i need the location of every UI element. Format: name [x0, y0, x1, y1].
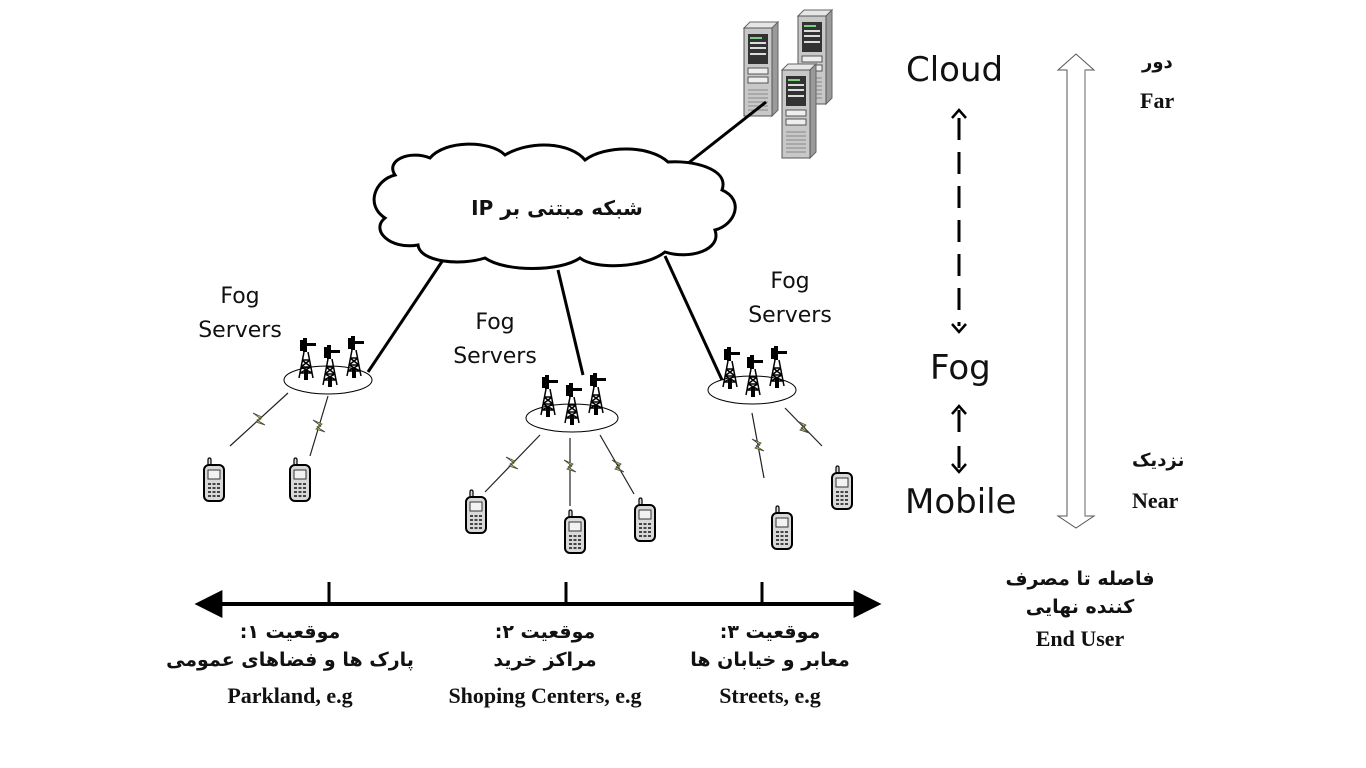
wireless-signal-icon [751, 438, 765, 452]
fog-label-line2: Servers [453, 344, 537, 369]
wireless-signal-icon [611, 459, 625, 473]
fog-label-line1: Fog [770, 269, 810, 294]
cloud-to-server-link [681, 100, 767, 170]
fog-mobile-arrow [951, 404, 967, 474]
cell-tower-icon [540, 374, 559, 418]
ip-network-cloud-shape [372, 142, 737, 270]
location-title-fa: موقعیت ۳: [719, 621, 821, 643]
wireless-signal-icon [312, 419, 326, 433]
mobile-phone-icon [203, 457, 225, 502]
location-desc-en: Streets, e.g [719, 683, 821, 708]
distance-caption: فاصله تا مصرف کننده نهایی End User [990, 565, 1170, 657]
cell-tower-icon [588, 372, 607, 416]
location-label-1: موقعیت ۱: پارک ها و فضاهای عمومی Parklan… [160, 618, 420, 714]
wireless-signal-icon [505, 456, 519, 470]
mobile-phone-icon [771, 505, 793, 550]
location-desc-fa: معابر و خیابان ها [690, 649, 850, 671]
distance-caption-en: End User [1035, 626, 1125, 651]
mobile-phone-icon [634, 497, 656, 542]
server-icon-1 [743, 21, 779, 117]
location-desc-en: Parkland, e.g [227, 683, 353, 708]
ip-network-cloud-label: شبکه مبتنی بر IP [471, 196, 643, 220]
far-label-fa: دور [1142, 52, 1173, 73]
distance-caption-fa-line2: کننده نهایی [1025, 596, 1135, 618]
cell-tower-icon [769, 345, 788, 389]
near-label-fa: نزدیک [1132, 450, 1185, 471]
fog-label-line2: Servers [748, 303, 832, 328]
mobile-phone-icon [289, 457, 311, 502]
data-center-servers-icon [743, 9, 833, 159]
mobile-phone-icon [564, 509, 586, 554]
tier-cloud-label: Cloud [906, 50, 1004, 90]
far-label-en: Far [1140, 88, 1175, 113]
mobile-phone-icon [465, 489, 487, 534]
fog-site-2 [465, 372, 656, 554]
server-icon-3 [781, 63, 817, 159]
location-desc-fa: پارک ها و فضاهای عمومی [166, 649, 414, 671]
cell-tower-icon [298, 337, 317, 381]
fog-servers-label-1: Fog Servers [190, 280, 290, 348]
tier-mobile-label: Mobile [905, 482, 1017, 522]
fog-servers-label-2: Fog Servers [445, 306, 545, 374]
location-desc-fa: مراکز خرید [493, 649, 597, 671]
fog-label-line1: Fog [475, 310, 515, 335]
fog-site-3 [707, 345, 853, 550]
near-label-en: Near [1132, 488, 1179, 513]
location-title-fa: موقعیت ۱: [239, 621, 341, 643]
cloud-to-fog3-link [663, 255, 724, 381]
location-title-fa: موقعیت ۲: [494, 621, 596, 643]
mobile-phone-icon [831, 465, 853, 510]
distance-caption-fa-line1: فاصله تا مصرف [1005, 568, 1155, 590]
location-desc-en: Shoping Centers, e.g [448, 683, 642, 708]
tier-fog-label: Fog [930, 348, 991, 388]
cloud-fog-dashed-arrow [951, 108, 967, 334]
cloud-to-fog2-link [556, 269, 585, 376]
cell-tower-icon [722, 346, 741, 390]
cloud-to-fog1-link [366, 259, 445, 373]
cell-tower-icon [346, 335, 365, 379]
fog-label-line2: Servers [198, 318, 282, 343]
distance-double-arrow [1056, 53, 1096, 529]
location-label-2: موقعیت ۲: مراکز خرید Shoping Centers, e.… [415, 618, 675, 714]
fog-servers-label-3: Fog Servers [740, 265, 840, 333]
location-label-3: موقعیت ۳: معابر و خیابان ها Streets, e.g [660, 618, 880, 714]
fog-site-1 [203, 335, 373, 502]
fog-label-line1: Fog [220, 284, 260, 309]
